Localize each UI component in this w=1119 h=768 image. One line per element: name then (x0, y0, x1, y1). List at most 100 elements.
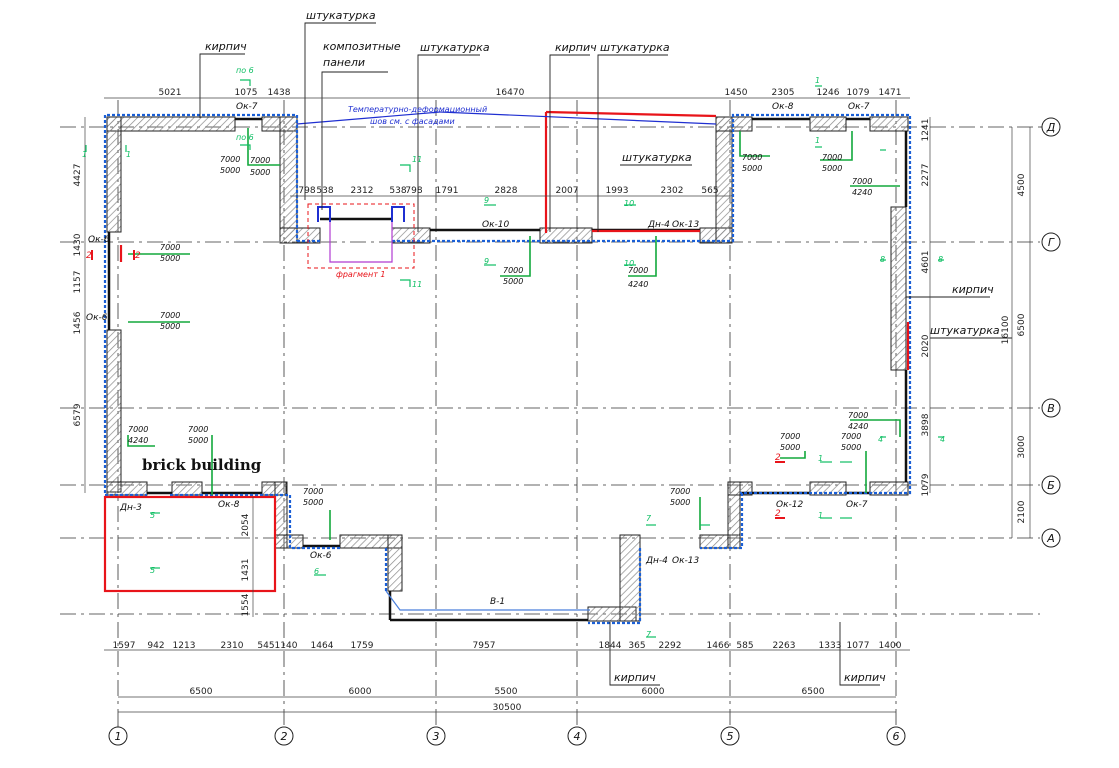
dim-bottom: 585 (736, 641, 753, 651)
leader-value-bottom: 5000 (841, 443, 861, 452)
dim-left-lower: 1431 (241, 559, 251, 582)
section-mark-label: 1 (815, 76, 820, 85)
leader-value-top: 7000 (128, 425, 148, 434)
dim-bottom: 2292 (659, 641, 682, 651)
axis-label-V: В (1047, 402, 1055, 415)
dim-bottom: 545 (257, 641, 274, 651)
dim-bottom: 1597 (113, 641, 136, 651)
dim-top: 5021 (159, 88, 182, 98)
section-mark-label: по 6 (236, 133, 254, 142)
opening-label: Ок-8 (218, 500, 240, 510)
leader-value-top: 7000 (160, 243, 180, 252)
section-mark-label: 11 (412, 280, 422, 289)
leader-value-top: 7000 (250, 156, 270, 165)
red-section-label: 2 (775, 453, 781, 463)
opening-label: Ок-6 (86, 313, 108, 323)
opening-label: Ок-7 (846, 500, 868, 510)
dim-axis-span: 5500 (495, 687, 518, 697)
leader-value-top: 7000 (188, 425, 208, 434)
composite-panel-marks (317, 206, 405, 222)
temperature-joint-line (296, 111, 717, 125)
leader-value-bottom: 5000 (503, 277, 523, 286)
dim-bottom: 365 (628, 641, 645, 651)
callout-shtukaturka-4: штукатурка (622, 151, 692, 164)
dim-bottom: 2263 (773, 641, 796, 651)
leader-value-top: 7000 (848, 411, 868, 420)
section-mark-label: 9 (484, 196, 489, 205)
opening-label: Дн-4 (645, 556, 668, 566)
axis-label-6: 6 (893, 730, 900, 743)
dim-right: 2020 (921, 334, 931, 357)
leader-value-bottom: 5000 (670, 498, 690, 507)
section-mark-label: 11 (412, 155, 422, 164)
dim-bottom: 1844 (599, 641, 622, 651)
dim-right: 1079 (921, 473, 931, 496)
callout-kirpich-top-left: кирпич (205, 40, 247, 53)
section-mark-label: 8 (938, 255, 943, 264)
opening-label: Ок-10 (482, 220, 509, 230)
section-mark-label: 1 (818, 511, 823, 520)
leader-value-bottom: 4240 (128, 436, 148, 445)
opening-label: Дн-4 (647, 220, 670, 230)
opening-label: Ок-12 (776, 500, 803, 510)
temp-joint-text-2: шов см. с фасадами (370, 117, 455, 126)
dim-right: 2277 (921, 164, 931, 187)
leader-value-bottom: 5000 (250, 168, 270, 177)
dim-top-2: 2828 (495, 186, 518, 196)
dim-top-2: 798 (298, 186, 315, 196)
section-mark-label: по 6 (236, 66, 254, 75)
leader-value-top: 7000 (742, 153, 762, 162)
axis-bubbles (108, 117, 1061, 746)
callout-shtukaturka-3: штукатурка (600, 41, 670, 54)
brick-building-label: brick building (142, 456, 262, 474)
callout-shtukaturka-2: штукатурка (420, 41, 490, 54)
leader-value-top: 7000 (628, 266, 648, 275)
dim-bottom: 1400 (879, 641, 902, 651)
fragment-magenta (329, 222, 393, 263)
section-mark-label: 4 (878, 435, 883, 444)
temp-joint-text-1: Температурно-деформационный (348, 105, 487, 114)
dim-top-2: 2312 (351, 186, 374, 196)
wall-v1-label: В-1 (490, 597, 505, 607)
leader-value-top: 7000 (841, 432, 861, 441)
dim-top-2: 2302 (661, 186, 684, 196)
leader-value-top: 7000 (220, 155, 240, 164)
walls (106, 116, 909, 622)
leader-value-top: 7000 (822, 153, 842, 162)
red-section-label: 2 (86, 251, 92, 261)
dim-bottom: 1466 (707, 641, 730, 651)
dim-top: 1246 (817, 88, 840, 98)
dim-axis-span: 6500 (190, 687, 213, 697)
section-mark-label: 6 (314, 567, 319, 576)
opening-label: Ок-6 (310, 551, 332, 561)
red-section-label: 2 (775, 509, 781, 519)
dim-top-2: 2007 (556, 186, 579, 196)
dim-top: 16470 (496, 88, 525, 98)
value-leaders (127, 128, 901, 540)
axis-bubble-connectors (117, 126, 1042, 727)
leader-value-bottom: 5000 (780, 443, 800, 452)
section-mark-label: 1 (815, 136, 820, 145)
leader-value-top: 7000 (160, 311, 180, 320)
leader-value-top: 7000 (670, 487, 690, 496)
dim-right: 4601 (921, 251, 931, 274)
axis-label-3: 3 (433, 730, 440, 743)
section-mark-label: 10 (624, 199, 634, 208)
dim-far-right: 3000 (1017, 435, 1027, 458)
callout-leaders (199, 22, 1012, 686)
section-mark-label: 4 (940, 435, 945, 444)
axis-label-A: А (1046, 532, 1055, 545)
dim-bottom: 1333 (819, 641, 842, 651)
opening-label: Ок-13 (672, 556, 699, 566)
dim-top: 1079 (847, 88, 870, 98)
red-section-label: 2 (135, 251, 141, 261)
fragment-label: фрагмент 1 (336, 270, 386, 279)
opening-label: Ок-7 (236, 102, 258, 112)
dim-top: 1075 (235, 88, 258, 98)
callout-shtukaturka-5: штукатурка (930, 324, 1000, 337)
callout-kirpich-bottom-2: кирпич (844, 671, 886, 684)
section-mark-label: 1 (82, 150, 87, 159)
dim-bottom: 2310 (221, 641, 244, 651)
dim-top: 1450 (725, 88, 748, 98)
dim-left: 1456 (73, 311, 83, 334)
